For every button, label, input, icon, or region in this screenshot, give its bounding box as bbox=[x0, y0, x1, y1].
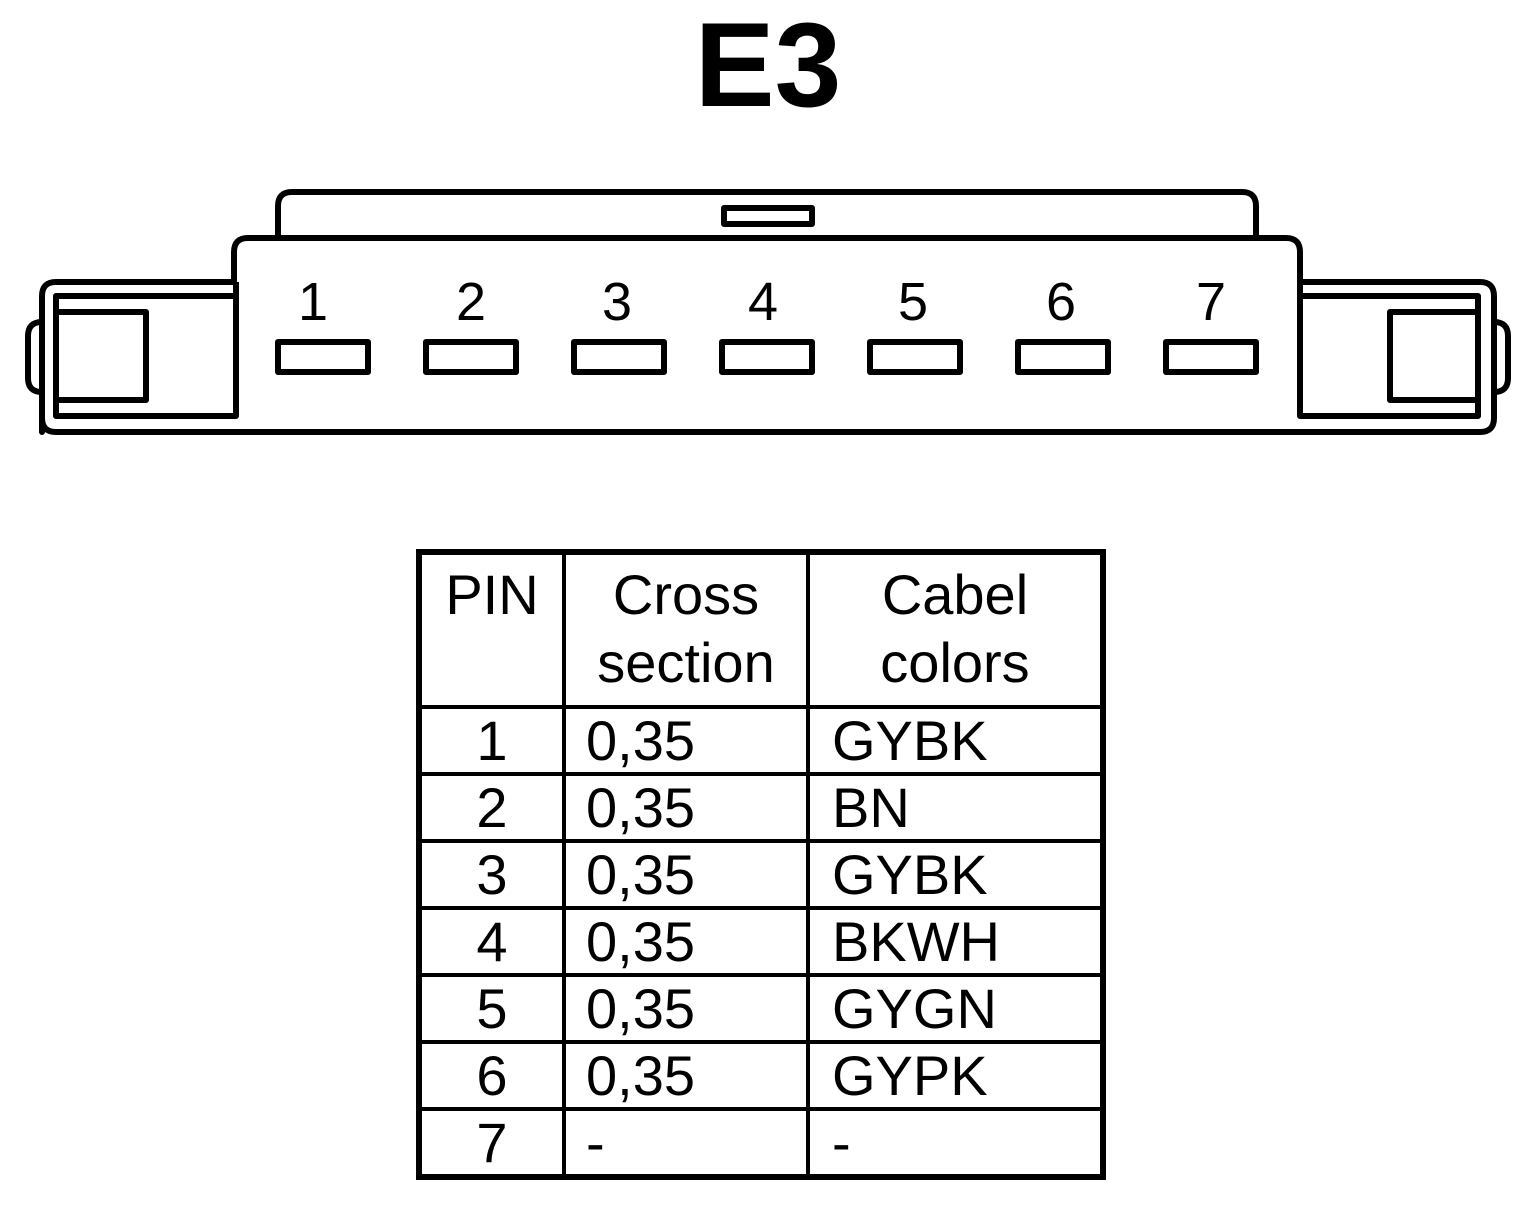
header-cross-section-line1: Cross bbox=[612, 563, 760, 626]
connector-left-ear bbox=[25, 319, 43, 395]
pin-slot bbox=[423, 339, 519, 375]
pin-label: 7 bbox=[1196, 272, 1226, 332]
cell-pin: 3 bbox=[417, 839, 566, 910]
cell-cable-color: GYBK bbox=[806, 839, 1105, 910]
pin-slot bbox=[867, 339, 963, 375]
cell-cable-color: BN bbox=[806, 772, 1105, 843]
connector-right-flange bbox=[1297, 282, 1481, 419]
table-row: 3 0,35 GYBK bbox=[417, 839, 1105, 910]
cell-pin: 6 bbox=[417, 1040, 566, 1111]
pin-slot bbox=[719, 339, 815, 375]
cell-cable-color: - bbox=[806, 1107, 1105, 1179]
cell-cable-color: GYBK bbox=[806, 705, 1105, 776]
connector-latch-tab bbox=[721, 205, 815, 227]
pin-slot bbox=[1163, 339, 1259, 375]
table-row: 7 - - bbox=[417, 1107, 1105, 1179]
pin-label: 4 bbox=[748, 272, 778, 332]
cell-pin: 5 bbox=[417, 973, 566, 1044]
header-cross-section-line2: section bbox=[597, 631, 775, 694]
cell-cross-section: 0,35 bbox=[562, 772, 810, 843]
cell-cross-section: 0,35 bbox=[562, 705, 810, 776]
cell-cross-section: 0,35 bbox=[562, 1040, 810, 1111]
table-row: 5 0,35 GYGN bbox=[417, 973, 1105, 1044]
table-row: 4 0,35 BKWH bbox=[417, 906, 1105, 977]
header-cable-colors-line1: Cabel bbox=[881, 563, 1029, 626]
cell-cable-color: GYPK bbox=[806, 1040, 1105, 1111]
header-pin: PIN bbox=[417, 550, 566, 709]
connector-diagram: 1 2 3 4 5 6 7 bbox=[25, 189, 1511, 435]
cell-pin: 7 bbox=[417, 1107, 566, 1179]
pin-label: 3 bbox=[602, 272, 632, 332]
header-pin-label: PIN bbox=[445, 563, 539, 626]
cell-cross-section: 0,35 bbox=[562, 973, 810, 1044]
connector-title: E3 bbox=[694, 0, 842, 132]
connector-latch-bar bbox=[275, 189, 1259, 236]
pin-label: 1 bbox=[298, 272, 328, 332]
pin-slot bbox=[1015, 339, 1111, 375]
connector-body bbox=[39, 235, 1497, 435]
connector-left-lock bbox=[56, 309, 149, 403]
cell-cross-section: 0,35 bbox=[562, 906, 810, 977]
connector-right-lock bbox=[1387, 309, 1478, 403]
pin-label: 5 bbox=[898, 272, 928, 332]
cell-pin: 4 bbox=[417, 906, 566, 977]
cell-pin: 2 bbox=[417, 772, 566, 843]
table-row: 1 0,35 GYBK bbox=[417, 705, 1105, 776]
cell-cable-color: GYGN bbox=[806, 973, 1105, 1044]
cell-cross-section: - bbox=[562, 1107, 810, 1179]
cell-pin: 1 bbox=[417, 705, 566, 776]
cell-cable-color: BKWH bbox=[806, 906, 1105, 977]
table-row: 2 0,35 BN bbox=[417, 772, 1105, 843]
cell-cross-section: 0,35 bbox=[562, 839, 810, 910]
pin-label: 6 bbox=[1046, 272, 1076, 332]
pin-slot bbox=[275, 339, 371, 375]
header-cable-colors-line2: colors bbox=[880, 631, 1030, 694]
pin-slot bbox=[571, 339, 667, 375]
connector-right-ear bbox=[1493, 319, 1511, 395]
table-row: 6 0,35 GYPK bbox=[417, 1040, 1105, 1111]
pin-label: 2 bbox=[456, 272, 486, 332]
connector-left-flange bbox=[53, 282, 239, 419]
